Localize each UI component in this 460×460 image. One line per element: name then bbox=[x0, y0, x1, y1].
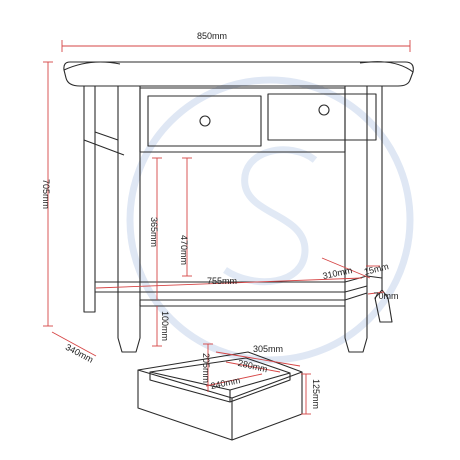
knob-right-icon bbox=[318, 104, 330, 116]
label-drawer-height: 365mm bbox=[149, 217, 159, 247]
label-drawer-depth-side: 205mm bbox=[201, 353, 211, 383]
label-shelf-width: 755mm bbox=[207, 276, 237, 286]
table-top bbox=[63, 61, 414, 87]
front-right-leg bbox=[344, 86, 368, 353]
label-shelf-height: 470mm bbox=[179, 235, 189, 265]
back-left-leg bbox=[83, 86, 96, 313]
dimension-lines bbox=[43, 40, 411, 357]
lower-shelf bbox=[95, 275, 383, 301]
drawer-right bbox=[267, 93, 377, 141]
front-left-leg bbox=[117, 86, 141, 353]
label-leg-width: 70mm bbox=[373, 291, 398, 301]
label-height-total: 705mm bbox=[41, 179, 51, 209]
drawer-box-outer bbox=[137, 351, 303, 441]
back-right-leg bbox=[367, 85, 393, 323]
label-width-top: 850mm bbox=[197, 31, 227, 41]
table-outline bbox=[63, 61, 414, 353]
label-drawer-width: 305mm bbox=[253, 344, 283, 354]
drawer-left bbox=[147, 95, 262, 147]
label-drawer-box-height: 125mm bbox=[311, 379, 321, 409]
label-depth: 340mm bbox=[64, 342, 95, 365]
knob-left-icon bbox=[199, 115, 211, 127]
label-leg-clearance: 100mm bbox=[160, 311, 170, 341]
watermark-logo bbox=[126, 76, 414, 364]
drawer-detail bbox=[137, 343, 311, 441]
